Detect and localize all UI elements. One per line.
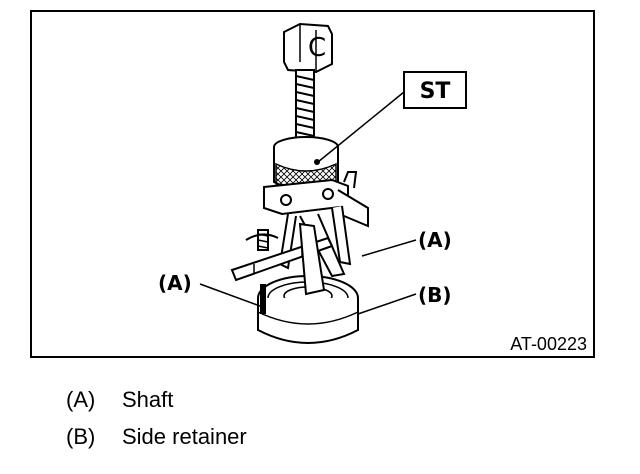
callout-a-left: (A)	[158, 271, 192, 295]
legend-item-side-retainer: (B) Side retainer	[66, 425, 247, 449]
threaded-rod	[295, 69, 315, 143]
wing-bolt	[245, 229, 279, 251]
diagram-frame: C	[30, 10, 595, 358]
leader-a-left	[199, 283, 261, 307]
callout-b: (B)	[418, 283, 452, 307]
legend-text: Shaft	[122, 387, 174, 412]
callout-st-label: ST	[420, 79, 451, 104]
tool-illustration: C	[158, 22, 587, 354]
bolt-head: C	[283, 22, 333, 74]
callout-a-right: (A)	[418, 228, 452, 252]
leader-b	[357, 293, 417, 315]
legend-key: (A)	[66, 387, 96, 412]
svg-text:C: C	[308, 33, 326, 63]
shaft	[298, 222, 326, 296]
legend-text: Side retainer	[122, 424, 247, 449]
callout-st: ST	[317, 71, 467, 163]
yoke-bracket	[263, 171, 369, 228]
leader-a-right	[361, 239, 417, 257]
legend-item-shaft: (A) Shaft	[66, 388, 173, 412]
figure-id: AT-00223	[510, 334, 587, 354]
legend-key: (B)	[66, 424, 96, 449]
